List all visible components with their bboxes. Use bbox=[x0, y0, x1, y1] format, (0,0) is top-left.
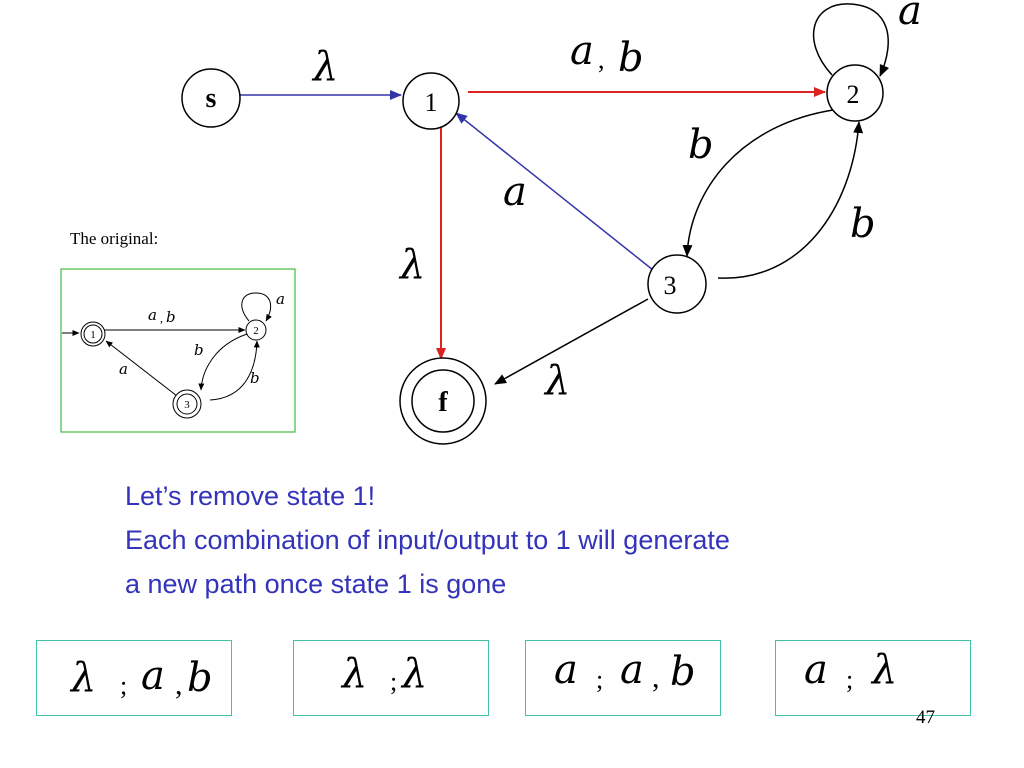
edge-2-to-3 bbox=[682, 109, 834, 257]
box-3-output-a: a bbox=[620, 647, 644, 693]
mini-edge-3-to-1 bbox=[105, 340, 178, 397]
mini-edge-2-self-loop bbox=[241, 292, 272, 322]
box-2-separator: ; bbox=[390, 667, 398, 696]
label-1-to-2-b: b bbox=[618, 35, 644, 81]
box-3-separator: ; bbox=[596, 665, 604, 694]
original-caption: The original: bbox=[70, 229, 159, 248]
label-1-to-2-a: a bbox=[570, 28, 594, 74]
box-1-output-b: b bbox=[187, 655, 213, 701]
box-3-output-b: b bbox=[670, 649, 696, 695]
mini-state-1-label: 1 bbox=[90, 329, 96, 341]
box-2-input: λ bbox=[342, 651, 368, 697]
state-1-label: 1 bbox=[425, 88, 438, 117]
label-1-to-f: λ bbox=[398, 242, 425, 288]
label-3-to-2: b bbox=[850, 201, 876, 247]
state-f-label: f bbox=[438, 387, 448, 418]
mini-state-1-inner bbox=[83, 324, 103, 344]
state-s-label: s bbox=[206, 83, 217, 114]
mini-label-self-loop-2: a bbox=[276, 290, 285, 308]
explanation-line-3: a new path once state 1 is gone bbox=[125, 569, 507, 599]
box-4-output: λ bbox=[872, 647, 898, 693]
mini-edge-2-to-3 bbox=[198, 333, 248, 391]
state-f-inner bbox=[411, 369, 475, 433]
box-2-output: λ bbox=[402, 651, 428, 697]
path-box-2: λ ; λ bbox=[293, 640, 489, 716]
mini-label-1-to-2-a: a bbox=[148, 306, 157, 324]
box-4-input: a bbox=[804, 647, 828, 693]
edge-3-to-1 bbox=[455, 112, 654, 271]
box-1-output-a: a bbox=[141, 653, 165, 699]
label-self-loop-2: a bbox=[898, 0, 922, 34]
state-2 bbox=[826, 64, 884, 122]
mini-state-3-label: 3 bbox=[184, 399, 190, 411]
state-3 bbox=[647, 254, 707, 314]
mini-label-1-to-2-comma: , bbox=[160, 311, 163, 325]
mini-edge-3-to-2 bbox=[209, 340, 260, 401]
label-2-to-3: b bbox=[688, 122, 714, 168]
mini-label-3-to-1: a bbox=[119, 360, 128, 378]
path-box-3: a ; a , b bbox=[525, 640, 721, 716]
mini-label-2-to-3: b bbox=[194, 341, 204, 359]
mini-label-3-to-2: b bbox=[250, 369, 260, 387]
box-1-comma: , bbox=[175, 668, 183, 701]
state-s bbox=[181, 68, 241, 128]
explanation-line-1: Let’s remove state 1! bbox=[125, 481, 376, 511]
mini-label-1-to-2-b: b bbox=[166, 308, 176, 326]
mini-state-3-inner bbox=[176, 393, 198, 415]
mini-state-2 bbox=[245, 319, 267, 341]
explanation-text: Let’s remove state 1! Each combination o… bbox=[125, 474, 730, 606]
box-1-separator: ; bbox=[120, 671, 128, 700]
state-1 bbox=[402, 72, 460, 130]
label-s-to-1: λ bbox=[311, 44, 338, 90]
path-box-4: a ; λ bbox=[775, 640, 971, 716]
explanation-line-2: Each combination of input/output to 1 wi… bbox=[125, 525, 730, 555]
box-1-input: λ bbox=[71, 655, 97, 701]
edge-3-to-2 bbox=[717, 121, 864, 279]
label-3-to-f: λ bbox=[543, 358, 570, 404]
box-3-comma: , bbox=[652, 661, 660, 694]
page-number: 47 bbox=[916, 707, 935, 728]
state-3-label: 3 bbox=[664, 271, 677, 300]
edge-2-self-loop bbox=[812, 3, 890, 77]
path-box-1: λ ; a , b bbox=[36, 640, 232, 716]
label-1-to-2-comma: , bbox=[598, 45, 605, 74]
box-3-input: a bbox=[554, 647, 578, 693]
state-2-label: 2 bbox=[847, 80, 860, 109]
mini-state-2-label: 2 bbox=[253, 325, 259, 337]
box-4-separator: ; bbox=[846, 665, 854, 694]
label-3-to-1: a bbox=[503, 169, 527, 215]
edge-3-to-f bbox=[494, 298, 649, 385]
